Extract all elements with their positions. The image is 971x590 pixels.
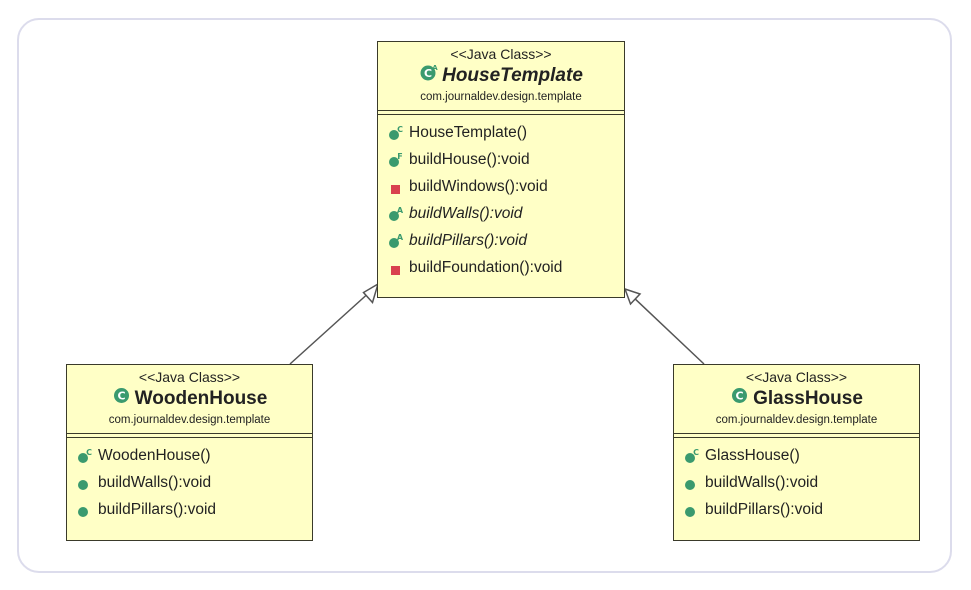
attributes-compartment (67, 433, 312, 437)
methods-separator (67, 437, 312, 438)
method-row[interactable]: buildFoundation():void (388, 254, 624, 281)
method-label: buildHouse():void (409, 150, 530, 168)
method-row[interactable]: C HouseTemplate() (388, 119, 624, 146)
class-glass-house[interactable]: <<Java Class>> C GlassHouse com.journald… (673, 364, 920, 541)
methods-compartment: C GlassHouse() buildWalls():void buildPilla… (674, 438, 919, 523)
method-row[interactable]: buildPillars():void (684, 496, 919, 523)
public-method-icon (684, 475, 700, 491)
package-name: com.journaldev.design.template (108, 414, 271, 426)
method-label: HouseTemplate() (409, 123, 528, 141)
generalization-glass-to-template (623, 287, 705, 365)
attributes-compartment (378, 110, 624, 114)
method-row[interactable]: buildPillars():void (77, 496, 312, 523)
svg-text:A: A (432, 64, 438, 72)
stereotype-label: <<Java Class>> (745, 369, 848, 385)
method-label: buildWalls():void (98, 473, 212, 491)
method-row[interactable]: buildWalls():void (684, 469, 919, 496)
svg-text:C: C (86, 448, 92, 457)
abstract-method-icon: A (388, 206, 404, 222)
svg-text:C: C (117, 390, 125, 403)
class-name: C A HouseTemplate (378, 63, 624, 89)
svg-text:C: C (693, 448, 699, 457)
svg-text:C: C (397, 125, 403, 134)
class-wooden-house[interactable]: <<Java Class>> C WoodenHouse com.journal… (66, 364, 313, 541)
methods-compartment: C WoodenHouse() buildWalls():void buildPill… (67, 438, 312, 523)
method-label: buildFoundation():void (409, 258, 563, 276)
package-name: com.journaldev.design.template (420, 91, 582, 103)
method-label: GlassHouse() (705, 446, 800, 464)
abstract-method-icon: A (388, 233, 404, 249)
method-row[interactable]: C WoodenHouse() (77, 442, 312, 469)
method-label: buildWalls():void (409, 204, 523, 222)
methods-separator (674, 437, 919, 438)
method-row[interactable]: buildWalls():void (77, 469, 312, 496)
svg-text:F: F (397, 152, 402, 161)
attributes-compartment (674, 433, 919, 437)
public-method-icon (77, 475, 93, 491)
class-name: C WoodenHouse (67, 386, 312, 412)
constructor-icon: C (684, 448, 700, 464)
method-label: buildPillars():void (409, 231, 528, 249)
public-method-icon (684, 502, 700, 518)
class-name: C GlassHouse (674, 386, 919, 412)
method-label: buildPillars():void (705, 500, 824, 518)
svg-text:C: C (736, 390, 744, 403)
svg-text:C: C (424, 67, 432, 80)
private-method-icon (388, 179, 404, 195)
class-house-template[interactable]: <<Java Class>> C A HouseTemplate com.jou… (377, 41, 625, 298)
method-row[interactable]: C GlassHouse() (684, 442, 919, 469)
abstract-class-icon: C A (419, 63, 438, 89)
generalization-wooden-to-template (289, 282, 380, 365)
methods-separator (378, 114, 624, 115)
stereotype-label: <<Java Class>> (138, 369, 241, 385)
method-label: WoodenHouse() (98, 446, 211, 464)
class-icon: C (730, 386, 749, 412)
constructor-icon: C (77, 448, 93, 464)
package-name: com.journaldev.design.template (715, 414, 878, 426)
private-method-icon (388, 260, 404, 276)
class-icon: C (112, 386, 131, 412)
method-row[interactable]: buildWindows():void (388, 173, 624, 200)
svg-text:A: A (397, 233, 404, 242)
public-method-icon (77, 502, 93, 518)
svg-text:A: A (397, 206, 404, 215)
final-method-icon: F (388, 152, 404, 168)
method-label: buildWalls():void (705, 473, 819, 491)
method-label: buildWindows():void (409, 177, 548, 195)
constructor-icon: C (388, 125, 404, 141)
stereotype-label: <<Java Class>> (450, 46, 552, 62)
method-label: buildPillars():void (98, 500, 217, 518)
